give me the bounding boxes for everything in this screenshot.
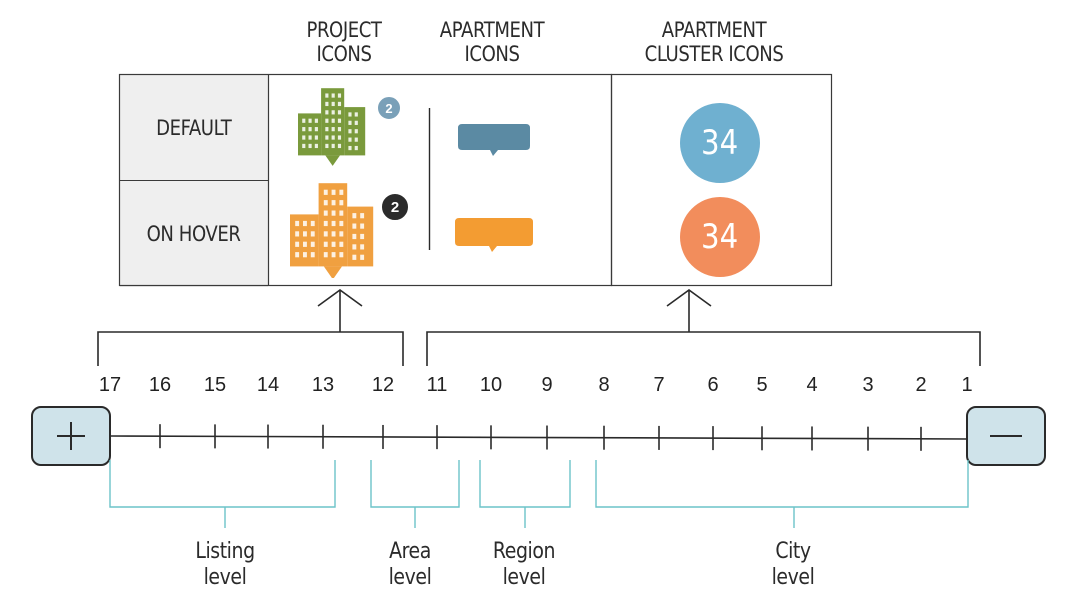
project-count-badge-default-text: 2 <box>385 101 392 116</box>
project-count-badge-hover: 2 <box>380 192 410 222</box>
cluster-circle-icon-default: 34 <box>680 103 760 183</box>
level-label-region-line2: level <box>502 565 546 590</box>
zoom-level-17: 17 <box>98 374 122 396</box>
header-apartment-icons: APARTMENT ICONS <box>432 18 552 66</box>
zoom-level-7: 7 <box>653 374 665 396</box>
level-label-listing-line1: Listing <box>195 539 255 564</box>
cluster-count-default: 34 <box>701 123 739 163</box>
header-project-icons-line1: PROJECT <box>306 18 382 42</box>
zoom-level-14: 14 <box>256 374 280 396</box>
header-cluster-icons-line2: CLUSTER ICONS <box>644 42 784 66</box>
level-label-area-line1: Area <box>389 539 431 564</box>
zoom-level-2: 2 <box>915 374 927 396</box>
header-cluster-icons-line1: APARTMENT <box>661 18 767 42</box>
zoom-level-11: 11 <box>426 374 448 396</box>
row-label-default-text: DEFAULT <box>156 116 232 140</box>
header-project-icons: PROJECT ICONS <box>292 18 395 66</box>
level-label-area-line2: level <box>388 565 432 590</box>
zoom-in-button[interactable] <box>31 406 111 466</box>
level-label-listing: Listing level <box>182 539 268 591</box>
row-label-hover-text: ON HOVER <box>147 222 241 246</box>
zoom-level-8: 8 <box>598 374 610 396</box>
project-building-icon-default <box>298 88 366 166</box>
zoom-out-button[interactable] <box>966 406 1046 466</box>
level-label-listing-line2: level <box>203 565 247 590</box>
project-count-badge-default: 2 <box>376 95 402 121</box>
zoom-level-16: 16 <box>148 374 172 396</box>
apartment-pin-icon-default <box>458 124 530 156</box>
plus-icon <box>57 422 85 450</box>
zoom-level-5: 5 <box>756 374 768 396</box>
zoom-level-3: 3 <box>862 374 874 396</box>
apartment-pin-icon-hover <box>455 218 533 252</box>
project-building-icon-hover <box>290 183 374 278</box>
zoom-level-6: 6 <box>707 374 719 396</box>
zoom-level-1: 1 <box>961 374 973 396</box>
level-label-city-line1: City <box>775 539 811 564</box>
header-cluster-icons: APARTMENT CLUSTER ICONS <box>637 18 792 66</box>
row-label-hover: ON HOVER <box>120 181 268 287</box>
header-apartment-icons-line1: APARTMENT <box>439 18 545 42</box>
level-label-city-line2: level <box>771 565 815 590</box>
level-label-region-line1: Region <box>492 539 556 564</box>
zoom-level-15: 15 <box>203 374 227 396</box>
zoom-level-9: 9 <box>541 374 553 396</box>
level-label-region: Region level <box>481 539 567 591</box>
cluster-count-hover: 34 <box>701 217 739 257</box>
project-count-badge-hover-text: 2 <box>391 199 399 216</box>
level-label-area: Area level <box>376 539 445 591</box>
zoom-level-10: 10 <box>479 374 503 396</box>
minus-icon <box>990 435 1022 437</box>
zoom-level-13: 13 <box>311 374 335 396</box>
zoom-level-12: 12 <box>371 374 395 396</box>
level-label-city: City level <box>750 539 836 591</box>
row-label-default: DEFAULT <box>120 75 268 181</box>
header-project-icons-line2: ICONS <box>316 42 372 66</box>
header-apartment-icons-line2: ICONS <box>464 42 520 66</box>
cluster-circle-icon-hover: 34 <box>680 197 760 277</box>
zoom-level-4: 4 <box>806 374 818 396</box>
